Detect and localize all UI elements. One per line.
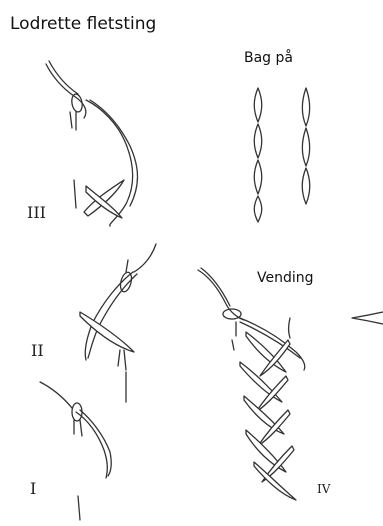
cropped-shape-right [352,312,383,324]
step-ii-illustration [80,244,156,402]
step-i-illustration [40,382,111,520]
step-iii-illustration [46,61,138,226]
back-side-illustration [254,88,310,222]
step-iv-illustration [198,268,305,500]
